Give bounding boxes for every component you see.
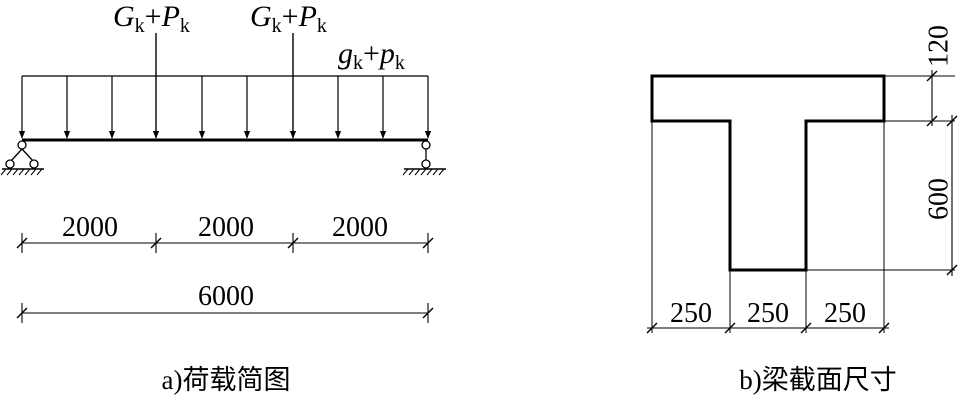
t-section-outline [650, 74, 886, 272]
pinned-support-left [0, 140, 44, 176]
span-dim-label-1: 2000 [62, 212, 118, 243]
section-extension-lines [651, 75, 955, 333]
roller-support-right [402, 140, 446, 176]
total-dimension-line [16, 303, 434, 323]
span-dim-label-2: 2000 [198, 212, 254, 243]
width-dim-label-3: 250 [824, 298, 866, 329]
section-diagram-caption: b)梁截面尺寸 [739, 365, 897, 395]
load-diagram: Gk+Pk Gk+Pk gk+pk [0, 0, 446, 395]
point-load-label-2: Gk+Pk [250, 0, 327, 37]
width-dimension-line [646, 322, 890, 334]
point-load-label-1: Gk+Pk [113, 0, 190, 37]
section-diagram: 120 600 250 250 250 b)梁截面尺寸 [646, 25, 958, 395]
width-dim-label-2: 250 [747, 298, 789, 329]
span-dim-label-3: 2000 [332, 212, 388, 243]
height-dimension-line [926, 70, 958, 276]
total-dim-label: 6000 [198, 281, 254, 312]
distributed-load-arrows [18, 76, 432, 139]
span-dimension-line [16, 233, 434, 253]
width-dim-label-1: 250 [670, 298, 712, 329]
flange-thickness-label: 120 [923, 25, 954, 67]
distributed-load-label: gk+pk [338, 37, 405, 74]
web-height-label: 600 [923, 178, 954, 220]
load-diagram-caption: a)荷载简图 [162, 365, 291, 395]
